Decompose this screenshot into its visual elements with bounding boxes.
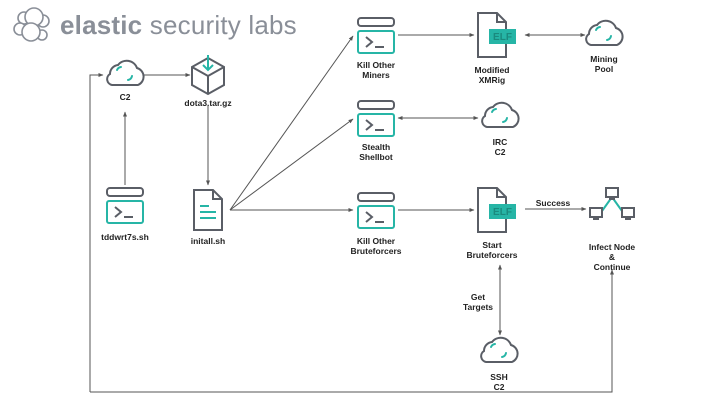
edge-label-get-targets: Get Targets <box>462 292 494 312</box>
elastic-cluster-logo <box>13 7 50 42</box>
brand-name-bold: elastic <box>60 10 143 40</box>
label-kill-brute: Kill Other Bruteforcers <box>350 236 402 256</box>
tddwrt-terminal-icon <box>106 187 144 224</box>
brand-wordmark: elastic security labs <box>60 10 297 41</box>
label-shellbot: Stealth Shellbot <box>359 142 393 162</box>
label-xmrig: Modified XMRig <box>474 65 510 85</box>
start-brute-elf-icon <box>477 187 517 233</box>
edge-initall-killminers <box>229 35 354 211</box>
package-download-icon <box>191 55 225 96</box>
connectors <box>89 33 614 393</box>
brand-name-rest: security labs <box>142 10 297 40</box>
ssh-c2-cloud-icon <box>480 336 519 363</box>
label-kill-miners: Kill Other Miners <box>356 60 396 80</box>
label-dota: dota3.tar.gz <box>184 98 232 108</box>
document-icon <box>193 189 223 231</box>
xmrig-elf-icon <box>477 12 517 58</box>
shellbot-terminal-icon <box>357 100 395 137</box>
kill-miners-terminal-icon <box>357 17 395 54</box>
label-start-brute: Start Bruteforcers <box>466 240 518 260</box>
label-initall: initall.sh <box>190 236 226 246</box>
label-c2: C2 <box>119 92 131 102</box>
label-tddwrt: tddwrt7s.sh <box>101 232 149 242</box>
edge-loop-back <box>89 73 104 392</box>
mining-pool-cloud-icon <box>585 19 624 46</box>
edge-label-success: Success <box>535 198 571 208</box>
kill-brute-terminal-icon <box>357 192 395 229</box>
label-mining-pool: Mining Pool <box>590 54 618 74</box>
edge-initall-shellbot <box>229 118 354 211</box>
edge-infect-loop <box>90 269 614 393</box>
network-icon <box>589 187 635 220</box>
c2-cloud-icon <box>106 59 145 86</box>
irc-c2-cloud-icon <box>481 101 520 128</box>
label-ssh-c2: SSH C2 <box>490 372 508 392</box>
label-irc-c2: IRC C2 <box>492 137 508 157</box>
label-infect: Infect Node & Continue <box>588 242 636 272</box>
